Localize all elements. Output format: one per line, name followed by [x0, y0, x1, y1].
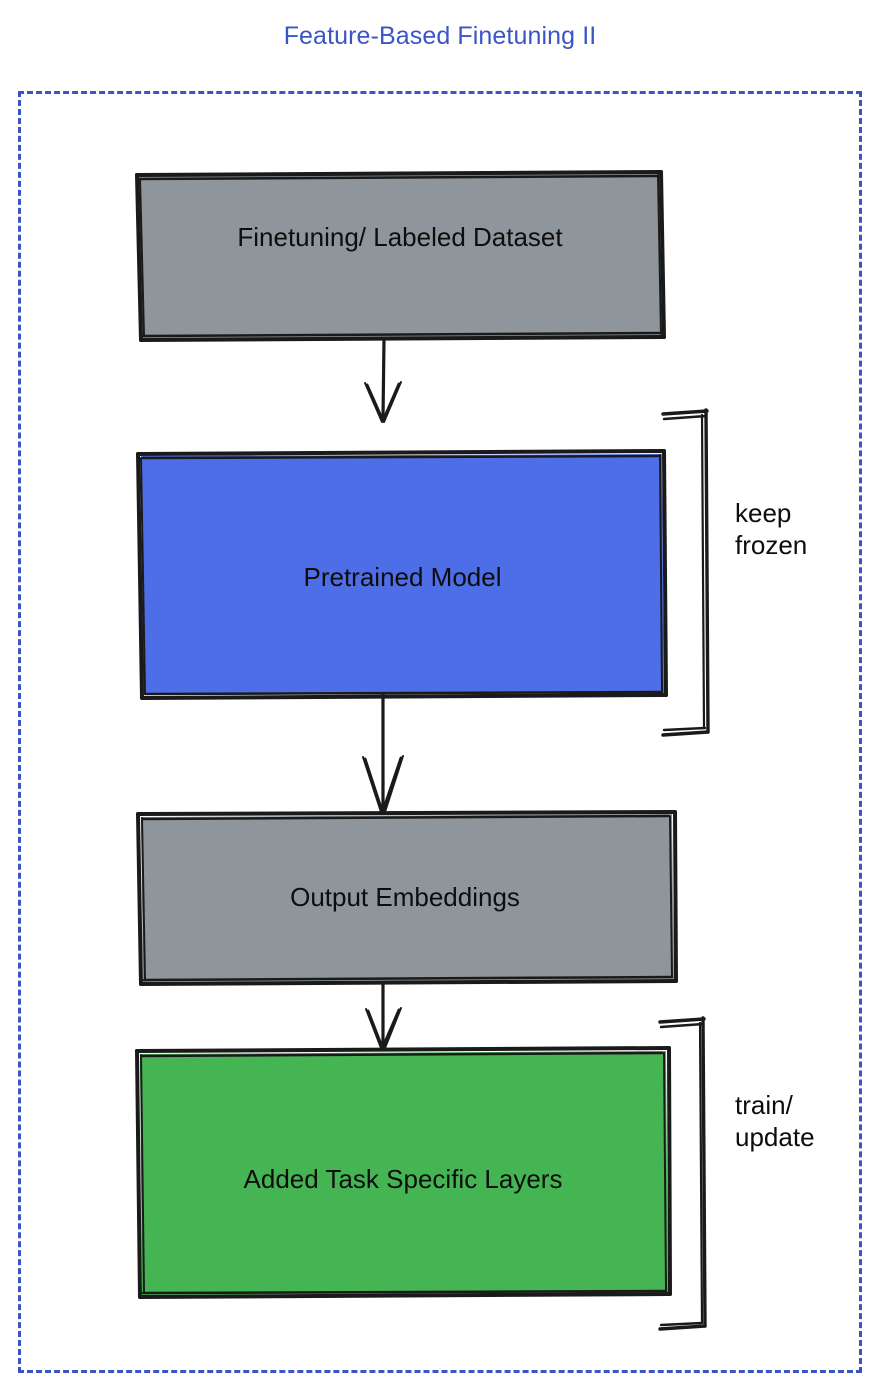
node-dataset-shape [135, 170, 666, 342]
node-embeddings-shape [136, 810, 678, 986]
node-pretrained[interactable]: Pretrained Model [130, 445, 675, 700]
bracket-keep-frozen [661, 408, 710, 737]
page-title: Feature-Based Finetuning II [283, 22, 597, 50]
node-task-layers[interactable]: Added Task Specific Layers [128, 1042, 678, 1300]
connector-pretrained-to-embeddings [362, 692, 404, 813]
node-embeddings[interactable]: Output Embeddings [130, 805, 680, 986]
connector-embeddings-to-task-layers [365, 981, 402, 1049]
node-dataset-label: Finetuning/ Labeled Dataset [237, 222, 563, 252]
connector-dataset-to-pretrained [364, 337, 402, 423]
bracket-train-update [658, 1016, 707, 1331]
node-task-layers-label: Added Task Specific Layers [243, 1164, 563, 1194]
node-dataset[interactable]: Finetuning/ Labeled Dataset [130, 166, 670, 344]
node-task-layers-shape [135, 1046, 672, 1299]
bracket-label-train-update: train/ update [735, 1090, 815, 1152]
bracket-label-keep-frozen: keep frozen [735, 498, 808, 560]
node-embeddings-label: Output Embeddings [290, 882, 520, 912]
node-pretrained-label: Pretrained Model [303, 562, 502, 592]
node-pretrained-shape [136, 449, 668, 700]
